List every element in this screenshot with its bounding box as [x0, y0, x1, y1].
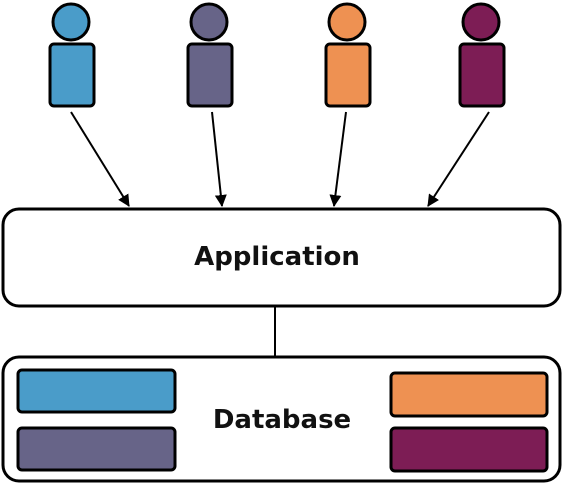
arrow-user-2-to-app — [211, 111, 227, 207]
user-3-body — [324, 42, 372, 108]
arrow-user-1-to-app — [70, 111, 130, 207]
user-figure-4 — [458, 2, 506, 108]
user-3-head — [327, 2, 367, 42]
database-label: Database — [213, 405, 351, 435]
user-2-head — [189, 2, 229, 42]
user-figure-2 — [186, 2, 234, 108]
user-4-body — [458, 42, 506, 108]
user-figure-1 — [48, 2, 96, 108]
user-1-head — [51, 2, 91, 42]
user-figure-3 — [324, 2, 372, 108]
db-block-orange — [389, 371, 549, 418]
db-block-slate — [16, 426, 177, 472]
db-block-blue — [16, 368, 177, 414]
user-1-body — [48, 42, 96, 108]
user-4-head — [461, 2, 501, 42]
application-box — [1, 207, 562, 308]
user-2-body — [186, 42, 234, 108]
application-label: Application — [194, 242, 360, 272]
arrow-user-4-to-app — [427, 111, 490, 207]
db-block-plum — [389, 426, 549, 473]
arrow-user-3-to-app — [329, 111, 347, 207]
